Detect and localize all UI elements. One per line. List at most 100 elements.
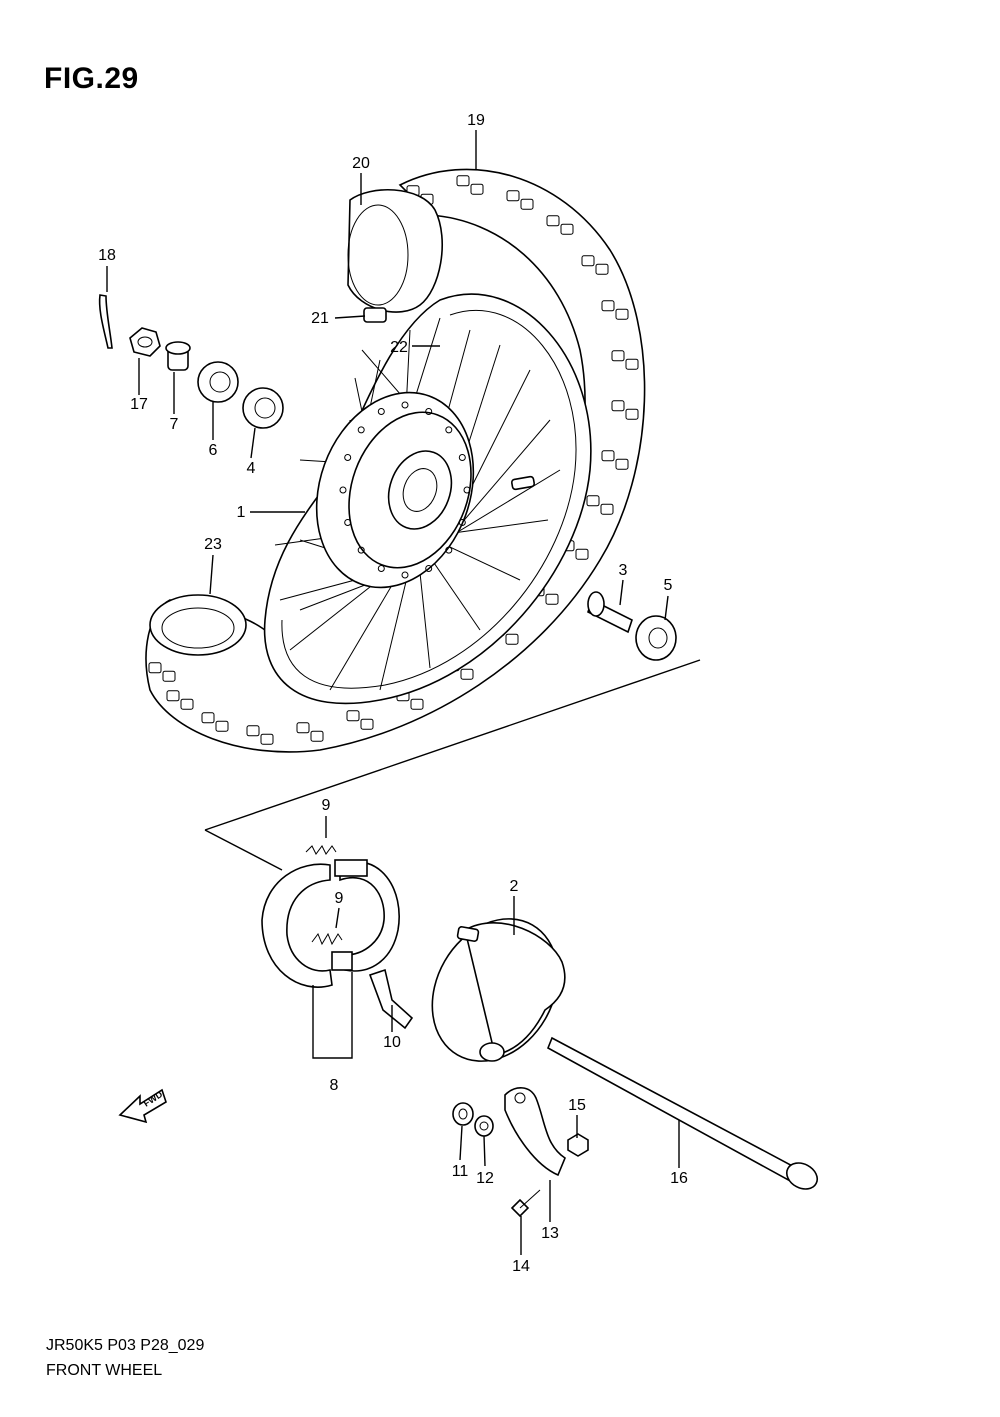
callout-17: 17 xyxy=(130,396,148,413)
oil-seal-4 xyxy=(242,387,284,429)
hub-hole xyxy=(401,401,409,409)
tread-block xyxy=(560,223,574,235)
tread-block xyxy=(586,495,600,507)
leader-line-3 xyxy=(619,579,624,606)
bearing-6 xyxy=(197,361,239,403)
footer: JR50K5 P03 P28_029 FRONT WHEEL xyxy=(46,1333,204,1383)
tread-block xyxy=(600,503,614,515)
tread-block xyxy=(615,458,629,470)
tread-block xyxy=(625,358,639,370)
tread-block xyxy=(546,215,560,227)
callout-18: 18 xyxy=(98,247,116,264)
tread-block xyxy=(615,308,629,320)
callout-12: 12 xyxy=(476,1170,494,1187)
callout-9b: 9 xyxy=(335,890,344,907)
bearing-5 xyxy=(635,615,677,661)
hub-hole xyxy=(458,454,466,461)
front-axle xyxy=(546,1036,819,1190)
hub-hole xyxy=(357,546,365,554)
brake-spring-lower xyxy=(311,932,343,946)
tread-block xyxy=(601,300,615,312)
hub-hole xyxy=(401,571,409,579)
tread-block xyxy=(581,255,595,267)
tread-block xyxy=(360,718,374,730)
forward-arrow-icon: FWD xyxy=(118,1088,167,1124)
callout-9a: 9 xyxy=(322,797,331,814)
brake-shoe-set xyxy=(261,859,400,988)
hub-hole xyxy=(377,408,385,415)
leader-line-23 xyxy=(209,554,214,595)
hub-hole xyxy=(377,565,385,572)
figure-title: FIG.29 xyxy=(44,62,139,95)
tread-block xyxy=(410,698,424,710)
hub-spoke-holes xyxy=(339,401,471,579)
tread-block xyxy=(246,725,260,737)
tread-block xyxy=(611,350,625,362)
bolt-14 xyxy=(510,1189,541,1218)
tread-block xyxy=(456,175,470,187)
tread-block xyxy=(520,198,534,210)
hub-hole xyxy=(445,546,453,554)
tread-block xyxy=(611,400,625,412)
hub-hole xyxy=(458,519,466,526)
callout-13: 13 xyxy=(541,1225,559,1242)
cotter-pin xyxy=(98,294,113,349)
callout-21: 21 xyxy=(311,310,329,327)
tread-block xyxy=(296,722,310,734)
callout-23: 23 xyxy=(204,536,222,553)
callout-5: 5 xyxy=(664,577,673,594)
tread-block xyxy=(601,450,615,462)
nut-15 xyxy=(567,1133,589,1157)
leader-line-8 xyxy=(312,972,353,1059)
tread-block xyxy=(148,662,162,674)
leader-line-9b xyxy=(335,907,340,929)
leader-line-5 xyxy=(664,595,669,621)
tread-block xyxy=(215,720,229,732)
leader-line-4 xyxy=(250,427,256,459)
hub-hole xyxy=(357,426,365,434)
tread-block xyxy=(180,698,194,710)
callout-1: 1 xyxy=(237,504,246,521)
tread-block xyxy=(346,710,360,722)
diagram-name: FRONT WHEEL xyxy=(46,1362,163,1379)
callout-7: 7 xyxy=(170,416,179,433)
tread-block xyxy=(545,593,559,605)
tread-block xyxy=(162,670,176,682)
brake-panel xyxy=(431,918,566,1062)
brake-cam xyxy=(368,968,414,1030)
tread-block xyxy=(310,730,324,742)
washer-11 xyxy=(452,1102,474,1126)
hub-hole xyxy=(425,408,433,415)
callout-20: 20 xyxy=(352,155,370,172)
hub-hole xyxy=(344,454,352,461)
brake-arm xyxy=(504,1087,566,1177)
brake-spring-upper xyxy=(305,845,337,855)
callout-22: 22 xyxy=(390,339,408,356)
hub-hole xyxy=(445,426,453,434)
hub-hole xyxy=(463,486,471,494)
callout-14: 14 xyxy=(512,1258,530,1275)
tread-block xyxy=(201,712,215,724)
callout-10: 10 xyxy=(383,1034,401,1051)
callout-6: 6 xyxy=(209,442,218,459)
callout-3: 3 xyxy=(619,562,628,579)
callout-19: 19 xyxy=(467,112,485,129)
callout-16: 16 xyxy=(670,1170,688,1187)
collar xyxy=(165,341,191,371)
inner-tube xyxy=(347,188,443,323)
callout-11: 11 xyxy=(452,1163,469,1180)
tread-block xyxy=(506,190,520,202)
hub-hole xyxy=(339,486,347,494)
hub-hole xyxy=(344,519,352,526)
diagram-code: JR50K5 P03 P28_029 xyxy=(46,1337,205,1354)
leader-line-21 xyxy=(334,315,366,319)
tire-tread xyxy=(148,175,639,745)
leader-line-11 xyxy=(459,1125,463,1161)
washer-12 xyxy=(474,1115,494,1137)
tread-block xyxy=(625,408,639,420)
tread-block xyxy=(470,183,484,195)
tread-block xyxy=(166,690,180,702)
